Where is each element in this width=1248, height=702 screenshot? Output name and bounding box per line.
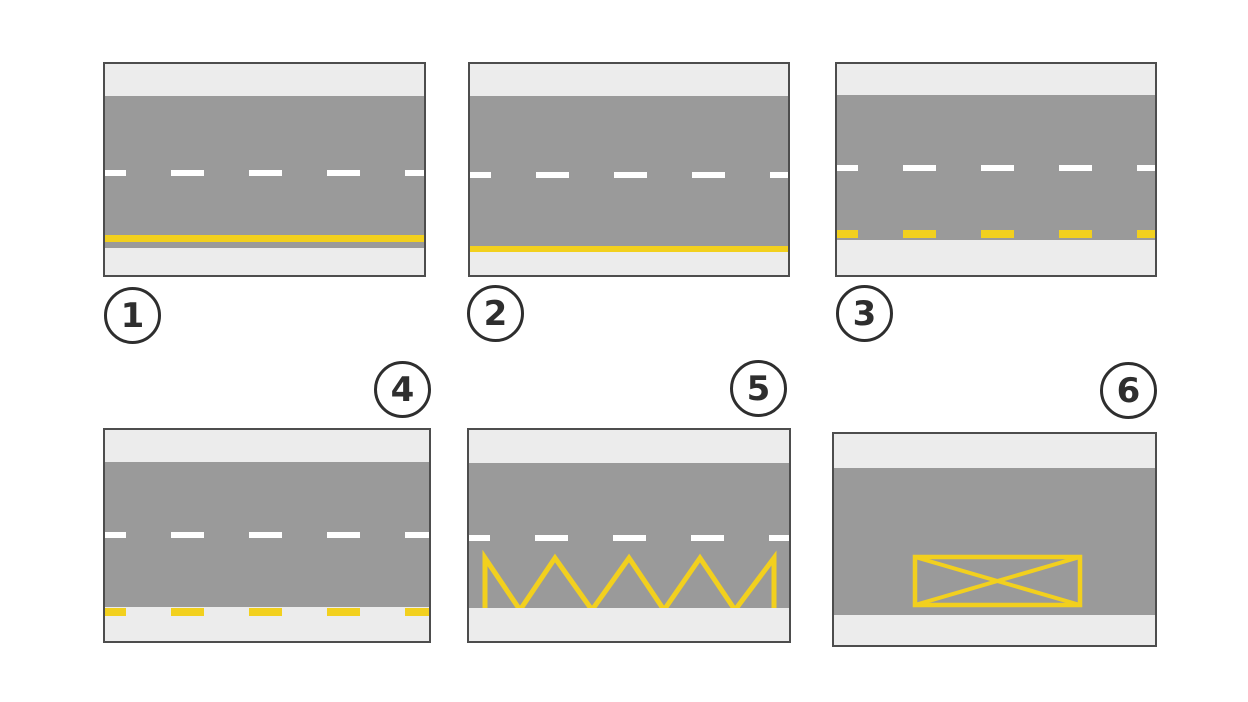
yellow-zigzag-marking-icon [482,549,777,612]
road-surface [470,96,788,253]
white-dashed-center-line-icon [470,171,788,178]
road-panel-2 [468,62,790,277]
panel-number-badge-5: 5 [730,360,787,417]
panel-number-label: 5 [746,368,771,409]
sidewalk-strip [834,434,1155,468]
panel-number-label: 1 [120,295,145,336]
panel-number-label: 4 [390,369,415,410]
white-dashed-center-line-icon [105,169,424,176]
dashed-yellow-edge-line-icon [837,230,1155,238]
panel-number-badge-4: 4 [374,361,431,418]
sidewalk-strip [834,615,1155,645]
white-dashed-center-line-icon [105,531,429,538]
panel-number-badge-3: 3 [836,285,893,342]
sidewalk-strip [105,430,429,462]
solid-yellow-edge-line-icon [470,246,788,253]
sidewalk-strip [837,64,1155,95]
white-dashed-center-line-icon [837,165,1155,171]
panel-number-badge-6: 6 [1100,362,1157,419]
road-surface [469,463,789,612]
panel-number-label: 3 [852,293,877,334]
road-surface [105,462,429,607]
panel-number-label: 2 [483,293,508,334]
solid-yellow-edge-line-icon [105,235,424,242]
dashed-yellow-shoulder-line-icon [105,608,429,616]
sidewalk-strip [469,430,789,463]
sidewalk-strip [470,64,788,96]
sidewalk-strip [469,608,789,641]
road-surface [837,95,1155,241]
sidewalk-strip [105,248,424,275]
white-dashed-center-line-icon [469,534,789,541]
sidewalk-strip [837,240,1155,275]
sidewalk-strip [470,252,788,275]
road-panel-6 [832,432,1157,647]
road-panel-1 [103,62,426,277]
road-surface [105,96,424,249]
sidewalk-strip [105,64,424,96]
yellow-crossed-box-marking-icon [912,554,1083,608]
road-panel-5 [467,428,791,643]
panel-number-label: 6 [1116,370,1141,411]
road-panel-4 [103,428,431,643]
panel-number-badge-1: 1 [104,287,161,344]
panel-number-badge-2: 2 [467,285,524,342]
road-panel-3 [835,62,1157,277]
road-surface [834,468,1155,615]
